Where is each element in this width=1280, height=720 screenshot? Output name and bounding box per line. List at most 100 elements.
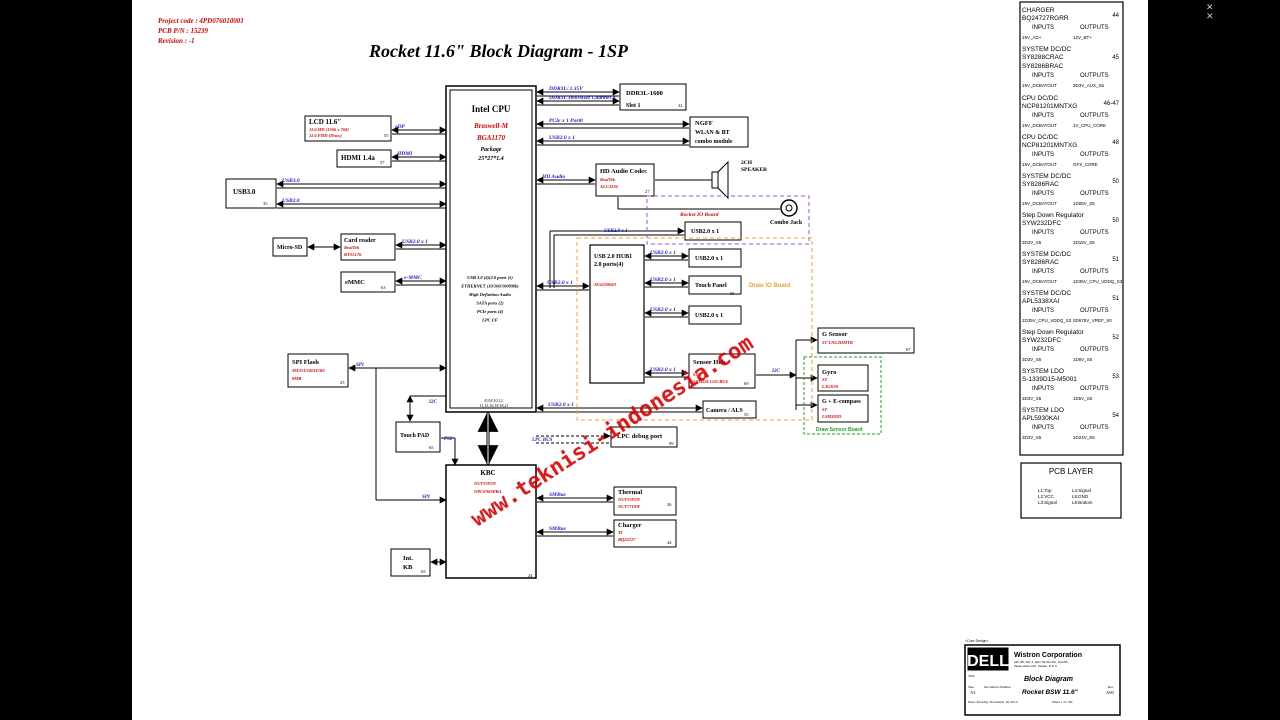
bus-label: e-MMC	[404, 275, 422, 281]
label: 51	[1112, 257, 1119, 263]
label: 19V_DCBATOUT	[1022, 279, 1057, 284]
label: 1D35V_CPU_VDDQ_S3	[1022, 318, 1072, 323]
cpu-title: Intel CPU	[472, 104, 511, 114]
revision: Revision : -1	[157, 37, 195, 45]
label: STM32L151CBU6	[693, 379, 729, 384]
label: INPUTS	[1032, 425, 1054, 431]
label: 99	[669, 441, 674, 446]
label: USB2.0 x 1	[604, 229, 627, 234]
label: SPEAKER	[741, 167, 768, 173]
label: Date: Tuesday, November 18, 2014	[968, 700, 1018, 705]
bus-label: USB2.0 x 1	[650, 277, 676, 283]
emmc-block	[340, 271, 396, 293]
cpu-feature: PCIe ports (4)	[477, 309, 504, 314]
bus-label: HD Audio	[541, 174, 565, 180]
label: Step Down Regulator	[1022, 329, 1085, 336]
label: 3D3V_S5	[1022, 240, 1042, 245]
label: 25	[340, 380, 345, 385]
label: USB2.0 x 1	[695, 313, 723, 319]
io-usb-block	[684, 221, 742, 241]
label: SYSTEM DC/DC	[1022, 290, 1071, 297]
draw-io-board	[576, 237, 813, 421]
dell-logo	[967, 647, 1009, 671]
label: DDR3L-1600	[626, 90, 663, 97]
label: OUTPUTS	[1080, 425, 1109, 431]
label: 32	[678, 103, 683, 108]
label: Camera / ALS	[706, 408, 743, 414]
label: 65	[421, 569, 426, 574]
label: NGFF	[695, 120, 713, 127]
label: ST	[822, 407, 828, 412]
label: LSM303D	[821, 414, 842, 419]
label: 54	[1112, 413, 1119, 419]
label: 11,15,16,18,18,21	[480, 403, 509, 409]
label: OUTPUTS	[1080, 25, 1109, 31]
label: 8MB	[292, 376, 301, 381]
kbc-block	[445, 464, 537, 579]
label: 1D05V_S5	[1073, 201, 1095, 206]
label: L5:GND	[1072, 494, 1089, 499]
microsd-block	[272, 237, 308, 257]
label: TI	[618, 530, 623, 535]
label: Combo Jack	[770, 220, 803, 226]
label: Taipei Hsien 221, Taiwan, R.O.C.	[1014, 664, 1058, 668]
g-sensor-block	[817, 327, 915, 354]
close-icon[interactable]: ✕	[1206, 3, 1214, 13]
label: BQ24727RGRR	[1022, 15, 1069, 22]
label: SYSTEM DC/DC	[1022, 251, 1071, 258]
label: 11.6 HD (1366 x 768)	[309, 127, 349, 132]
label: 3D3V_AUX_S5	[1073, 83, 1105, 88]
label: NUVOTON	[617, 497, 641, 502]
label: MX25U1001EM1	[291, 368, 325, 373]
label: 52	[1112, 335, 1119, 341]
label: I2C	[428, 400, 437, 405]
bus-label: USB2.0 x 1	[549, 135, 575, 141]
label: OUTPUTS	[1080, 152, 1109, 158]
label: 19V_DCBATOUT	[1022, 162, 1057, 167]
label: 69	[744, 381, 749, 386]
label: PCB LAYER	[1049, 467, 1094, 476]
label: CHARGER	[1022, 7, 1055, 14]
label: 21F, 88, Sec.1, Hsin Tai Wu Rd., Hsichih…	[1014, 660, 1069, 664]
label: SYSTEM LDO	[1022, 368, 1064, 375]
label: SYSTEM DC/DC	[1022, 46, 1071, 53]
label: 55	[730, 291, 735, 296]
label: <Core Design>	[965, 639, 989, 643]
label: KB	[403, 564, 413, 571]
label: L6:Bottom	[1072, 500, 1093, 505]
label: L2:VCC	[1038, 494, 1055, 499]
label: INPUTS	[1032, 152, 1054, 158]
card-reader-block	[340, 233, 396, 261]
label: 1V_CPU_CORE	[1073, 123, 1106, 128]
lpc-debug-block	[610, 426, 678, 448]
label: 53	[1112, 374, 1119, 380]
label: INPUTS	[1032, 25, 1054, 31]
label: AU6259663	[593, 282, 617, 287]
label: 48	[1112, 140, 1119, 146]
label: HDMI 1.4a	[341, 154, 375, 162]
bus-label: USB2.0 x 1	[650, 307, 676, 313]
label: Package	[481, 147, 502, 153]
bus-label: HDMI	[396, 151, 413, 157]
label: 46-47	[1104, 101, 1120, 107]
label: Title	[968, 674, 975, 678]
audio-block	[595, 163, 655, 197]
label: Document Number	[984, 685, 1012, 689]
label: OUTPUTS	[1080, 308, 1109, 314]
label: LPC BUS	[531, 438, 553, 443]
cpu-inner	[449, 89, 533, 409]
label: RTS5176	[344, 252, 362, 257]
label: NUVOTON	[473, 481, 497, 486]
label: INPUTS	[1032, 308, 1054, 314]
label: SYSTEM LDO	[1022, 407, 1064, 414]
expand-icon[interactable]: ✕	[1206, 12, 1214, 22]
bus-label: USB2.0 x 1	[402, 239, 428, 245]
label: 8,9,8,10,12,	[485, 398, 504, 404]
label: SY8286BRAC	[1022, 63, 1063, 70]
pcb-layer-box	[1020, 462, 1122, 519]
label: Gyro	[822, 369, 836, 376]
label: INPUTS	[1032, 113, 1054, 119]
label: OUTPUTS	[1080, 113, 1109, 119]
label: 63	[381, 285, 386, 290]
label: OUTPUTS	[1080, 230, 1109, 236]
